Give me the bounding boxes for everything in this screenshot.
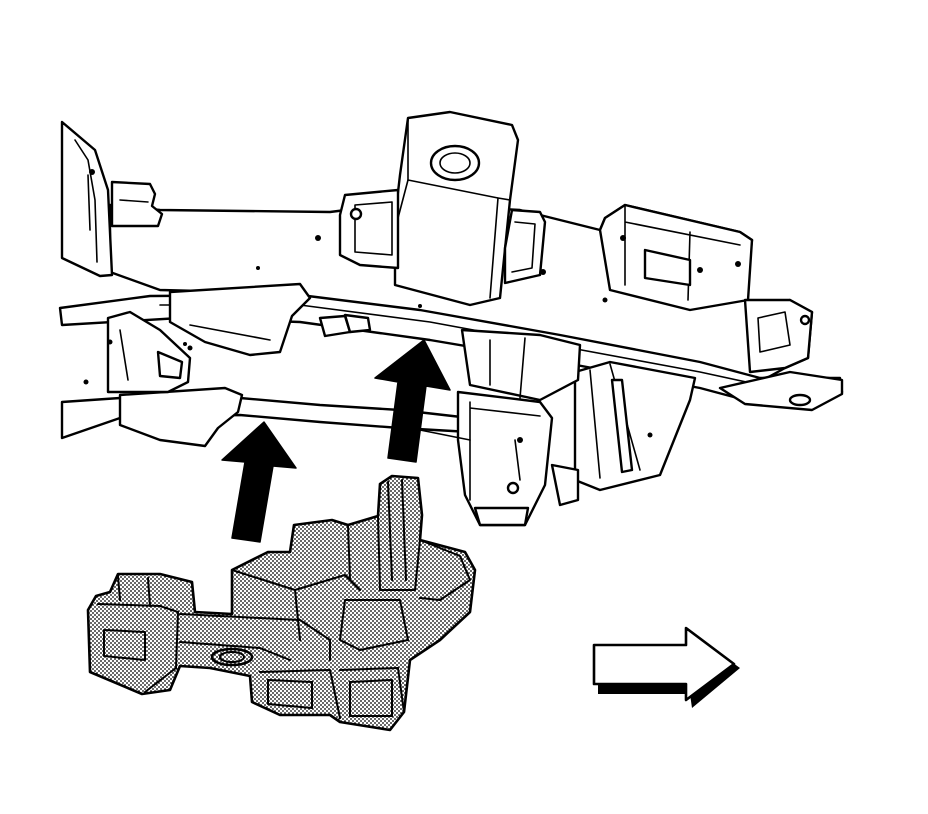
tower-left-clip-inner — [354, 201, 393, 256]
part-bottom-block — [259, 667, 405, 719]
mount-receiver-bolt — [506, 481, 520, 495]
frame-hole-d — [418, 304, 422, 308]
left-bracket-hole-c — [83, 379, 89, 385]
part-upper-tower — [347, 515, 421, 591]
center-tower-side — [489, 197, 499, 299]
left-vertical-bracket-inner — [119, 329, 129, 381]
part-mount-hole — [210, 647, 254, 667]
right-end-plate — [743, 298, 814, 374]
right-flange-hole — [788, 393, 812, 407]
left-bracket-hole-a — [107, 339, 113, 345]
part-lower-right — [339, 599, 409, 651]
frame-assembly — [58, 110, 844, 527]
center-connector-inner — [489, 337, 526, 399]
direction-arrow — [592, 626, 740, 708]
left-bracket-hole-b — [187, 345, 193, 351]
part-center-block — [231, 569, 361, 641]
left-rail-edge — [74, 139, 98, 263]
left-tab-bracket — [110, 180, 164, 228]
part-left-block — [97, 603, 179, 693]
part-left-window — [103, 629, 146, 661]
mount-bracket-part — [86, 474, 477, 732]
part-arm — [179, 613, 331, 661]
tower-right-clip — [503, 208, 547, 285]
frame-hole-a — [315, 235, 321, 241]
right-upper-bracket-window — [643, 248, 692, 287]
right-bracket-hole-b — [735, 261, 741, 267]
small-clip-c — [550, 463, 580, 507]
outline-right-arrow-icon — [592, 626, 736, 702]
right-bracket-hole-c — [540, 269, 546, 275]
lower-mount-pad — [118, 386, 244, 448]
frame-hole-e — [602, 297, 608, 303]
right-end-plate-inner — [757, 311, 791, 353]
center-tower-mount-hole — [429, 144, 481, 182]
lower-right-bracket-slot — [610, 378, 634, 474]
part-mount-hole-inner — [219, 651, 245, 663]
lower-right-bracket-hole — [647, 432, 653, 438]
right-bracket-hole-a — [697, 267, 703, 273]
right-bracket-hole-d — [620, 235, 626, 241]
part-right-flange — [419, 539, 471, 601]
center-tower-mount-hole-inner — [439, 152, 471, 174]
install-arrows — [221, 339, 451, 543]
part-bottom-right-window — [349, 679, 393, 717]
upper-mount-pad — [168, 282, 312, 357]
solid-up-arrow-icon — [221, 421, 297, 543]
mount-receiver-slot — [514, 439, 521, 481]
right-end-bolt — [799, 314, 811, 326]
left-rail-slot — [87, 174, 91, 231]
center-tower — [393, 110, 520, 307]
mount-receiver-hole — [517, 437, 523, 443]
lower-right-bracket — [573, 360, 697, 492]
frame-hole-c — [183, 342, 187, 346]
frame-hole-b — [256, 266, 260, 270]
under-rail-line — [419, 429, 471, 441]
part-tower-ridge — [387, 479, 407, 581]
mount-receiver-face — [469, 401, 541, 501]
solid-up-arrow-icon — [374, 339, 451, 463]
tower-left-bolt — [349, 207, 363, 221]
small-clip-b — [343, 313, 372, 334]
right-front-flange — [718, 370, 844, 412]
left-rail-hole — [89, 169, 95, 175]
left-frame-rail — [60, 120, 114, 278]
part-left-block-edge — [117, 575, 151, 607]
tower-right-clip-inner — [511, 221, 536, 273]
upper-mount-pad-line — [189, 324, 271, 341]
part-bottom-window — [267, 679, 313, 709]
mount-receiver-foot — [473, 506, 530, 527]
left-tab-inner — [119, 199, 149, 203]
left-vertical-bracket-tab — [156, 350, 184, 380]
center-connector-box — [460, 328, 582, 402]
